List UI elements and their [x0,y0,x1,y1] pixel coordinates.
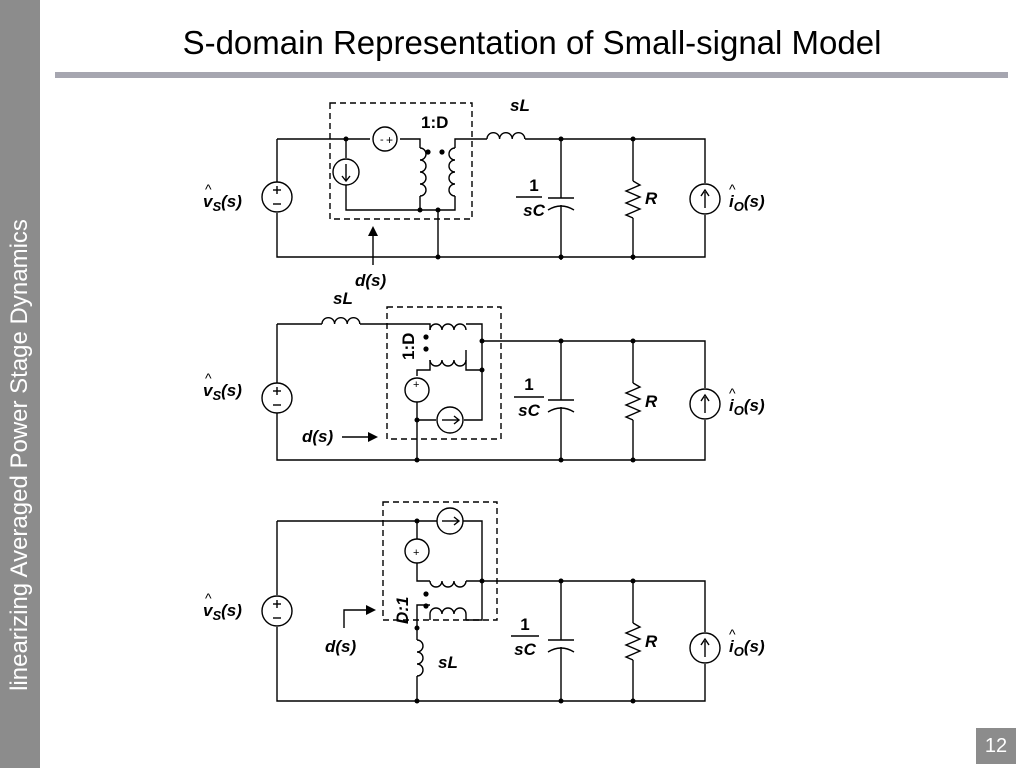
ratio-label: 1:D [399,333,418,360]
resistor-label: R [645,632,658,651]
load-current-label: iO(s) [729,396,765,418]
cap-num: 1 [520,615,529,634]
title-rule [55,72,1008,78]
sidebar: linearizing Averaged Power Stage Dynamic… [0,0,40,768]
source-label: vS(s) [203,192,242,214]
svg-text:^: ^ [205,181,212,197]
inductor-label: sL [438,653,458,672]
resistor-label: R [645,392,658,411]
load-current-label: iO(s) [729,637,765,659]
svg-text:+: + [386,133,393,147]
svg-text:+: + [413,547,419,559]
inductor-label: sL [333,289,353,308]
cap-den: sC [514,640,536,659]
circuit-1: - + sL 1:D 1 sC R vS(s) ^ iO(s) ^ d(s) [203,96,765,290]
load-current-label: iO(s) [729,192,765,214]
duty-label: d(s) [302,427,334,446]
svg-text:^: ^ [205,370,212,386]
cap-num: 1 [529,176,538,195]
svg-text:+: + [413,379,419,391]
inductor-label: sL [510,96,530,115]
ratio-label: D:1 [393,597,412,624]
circuit-2: + sL 1:D 1 sC R vS(s) ^ iO(s) ^ d(s) [203,289,765,463]
page-number: 12 [976,728,1016,764]
source-label: vS(s) [203,381,242,403]
svg-text:^: ^ [729,626,736,642]
cap-den: sC [518,401,540,420]
duty-label: d(s) [325,637,357,656]
circuit-3: + D:1 sL 1 sC R vS(s) ^ iO(s) ^ d(s) [203,501,765,704]
duty-label: d(s) [355,271,387,290]
slide-title: S-domain Representation of Small-signal … [182,24,882,61]
cap-den: sC [523,201,545,220]
cap-num: 1 [524,375,533,394]
svg-text:^: ^ [205,590,212,606]
resistor-label: R [645,189,658,208]
svg-text:^: ^ [729,181,736,197]
svg-text:-: - [380,134,384,146]
ratio-label: 1:D [421,113,448,132]
source-label: vS(s) [203,601,242,623]
svg-text:^: ^ [729,385,736,401]
